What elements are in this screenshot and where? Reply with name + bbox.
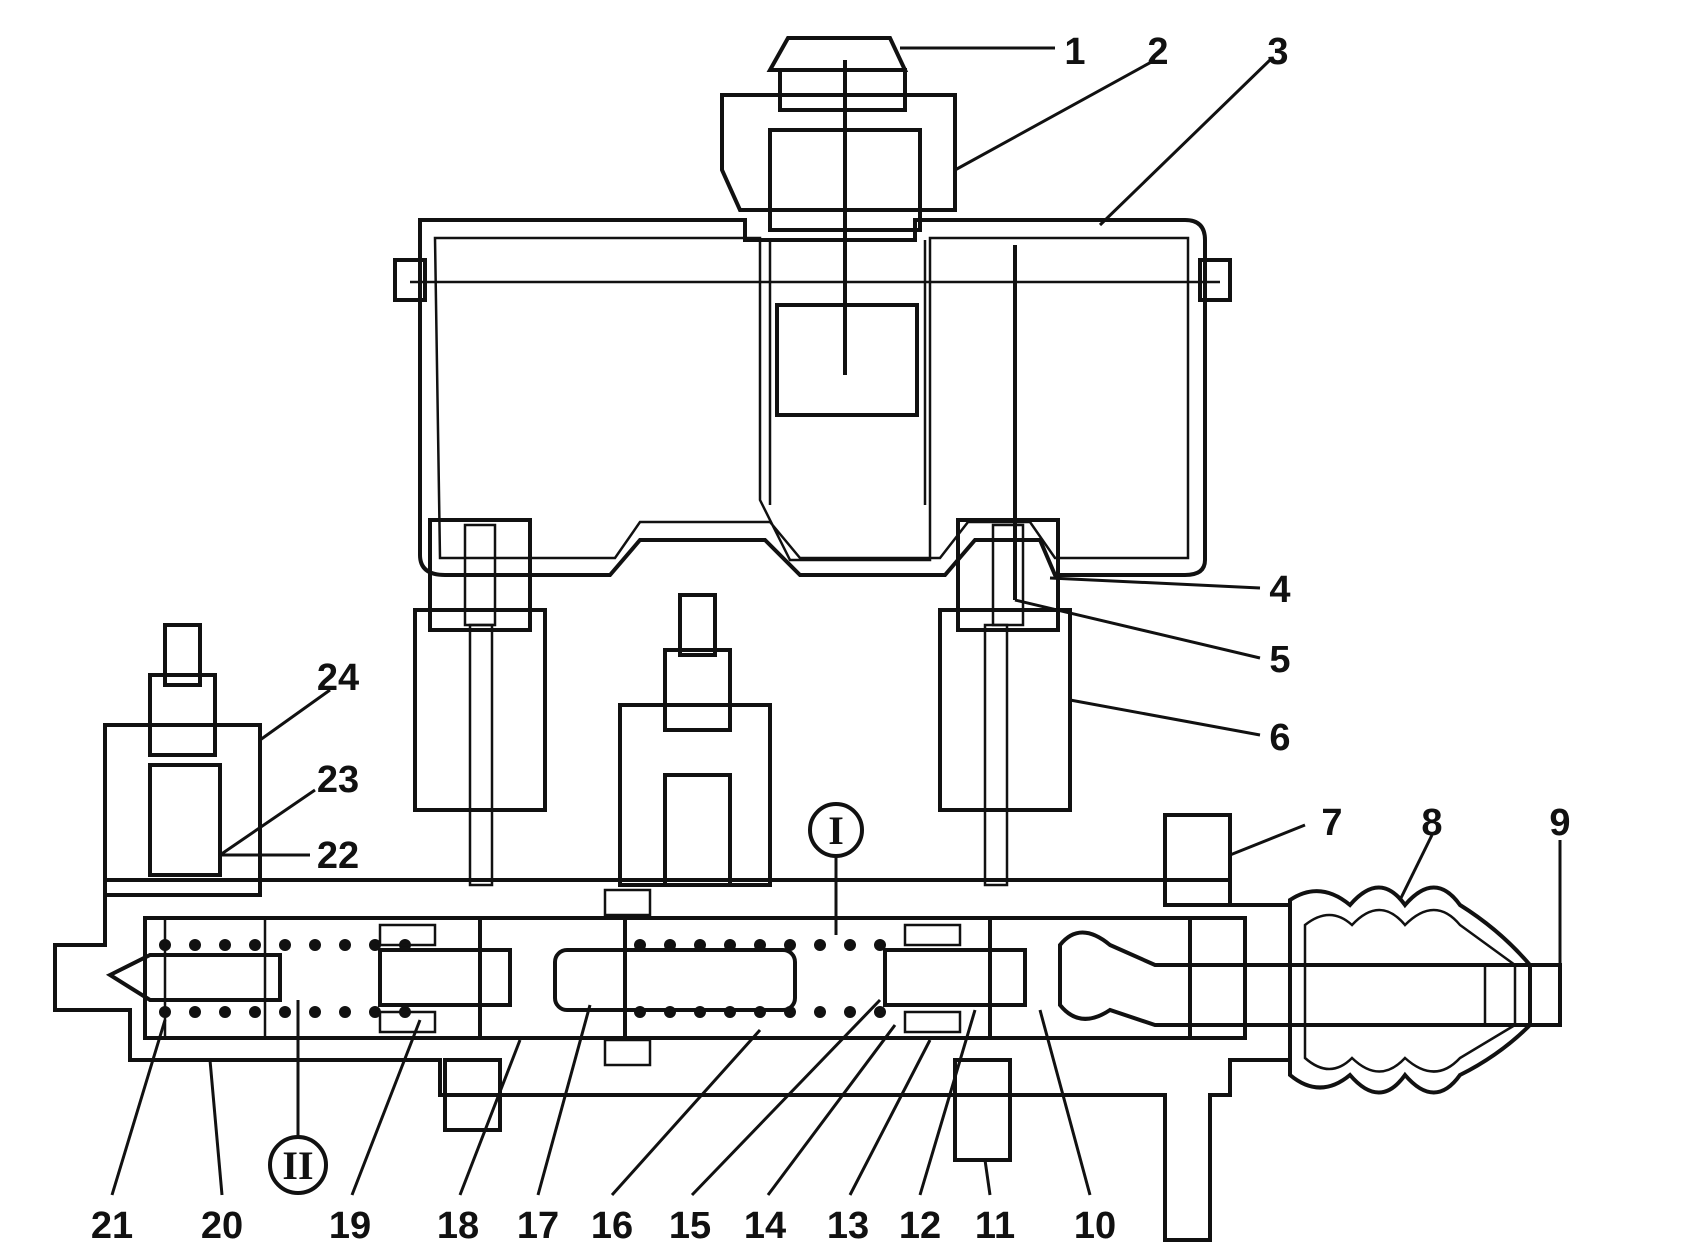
callout-3: 3 [1267,31,1288,73]
secondary-piston [478,916,627,1040]
seal-right-top [903,923,962,947]
cylinder-body [53,813,1562,1242]
callout-19: 19 [329,1205,371,1247]
chamber-I-label: I [828,808,844,853]
center-check-valve [663,773,732,887]
callout-20: 20 [201,1205,243,1247]
chamber-II-label: II [282,1143,313,1188]
cap-body [778,68,907,112]
cylinder-bore [143,916,1247,1040]
callout-8: 8 [1421,802,1442,844]
mounting-flange [1163,813,1232,907]
callout-14: 14 [744,1205,786,1247]
left-check-valve [148,763,222,877]
left-boss [413,608,547,812]
callout-24: 24 [317,657,359,699]
callout-23: 23 [317,759,359,801]
spring-guide [553,948,797,1012]
center-nut [663,648,732,732]
callout-21: 21 [91,1205,133,1247]
reservoir-connectors [413,518,1072,887]
right-grommet [956,518,1060,632]
callout-5: 5 [1269,639,1290,681]
chamber-markers: I II [268,802,864,1195]
callout-2: 2 [1147,31,1168,73]
seal-left-bottom [378,1010,437,1034]
seal-left-top [378,923,437,947]
callout-6: 6 [1269,717,1290,759]
left-nut [148,673,217,757]
right-boss [938,608,1072,812]
left-grommet [428,518,532,632]
primary-piston-stem [883,948,1027,1007]
filler-neck [720,93,957,212]
callout-22: 22 [317,835,359,877]
secondary-stop [105,953,282,1002]
leader-lines [110,46,1562,1197]
right-lug [1198,258,1232,302]
reservoir [393,36,1232,600]
primary-piston [988,916,1192,1040]
callout-4: 4 [1269,569,1290,611]
reservoir-tank-wall [418,218,1207,577]
callout-labels: 1 2 3 4 5 6 7 8 9 10 11 12 13 14 15 16 1… [91,31,1571,1247]
callout-13: 13 [827,1205,869,1247]
callout-1: 1 [1064,31,1085,73]
rod-end [1483,963,1562,1027]
reservoir-cap [766,36,909,72]
seal-right-bottom [903,1010,962,1034]
cylinder-housing [53,878,1292,1242]
callout-15: 15 [669,1205,711,1247]
callout-11: 11 [975,1205,1015,1247]
stop-bolt-right [953,1058,1012,1162]
secondary-spring [159,939,411,1018]
callout-10: 10 [1074,1205,1116,1247]
center-outlet-body [618,703,772,887]
left-lug [393,258,427,302]
brake-line-fittings [103,593,772,897]
left-pipe [163,623,202,687]
callout-12: 12 [899,1205,941,1247]
callout-16: 16 [591,1205,633,1247]
callout-7: 7 [1321,802,1342,844]
callout-18: 18 [437,1205,479,1247]
reservoir-inner [433,236,1190,562]
callout-9: 9 [1549,802,1570,844]
callout-17: 17 [517,1205,559,1247]
left-outlet-body [103,723,262,897]
rubber-boot [1288,885,1532,1095]
secondary-piston-stem [378,948,512,1007]
center-pipe [678,593,717,657]
